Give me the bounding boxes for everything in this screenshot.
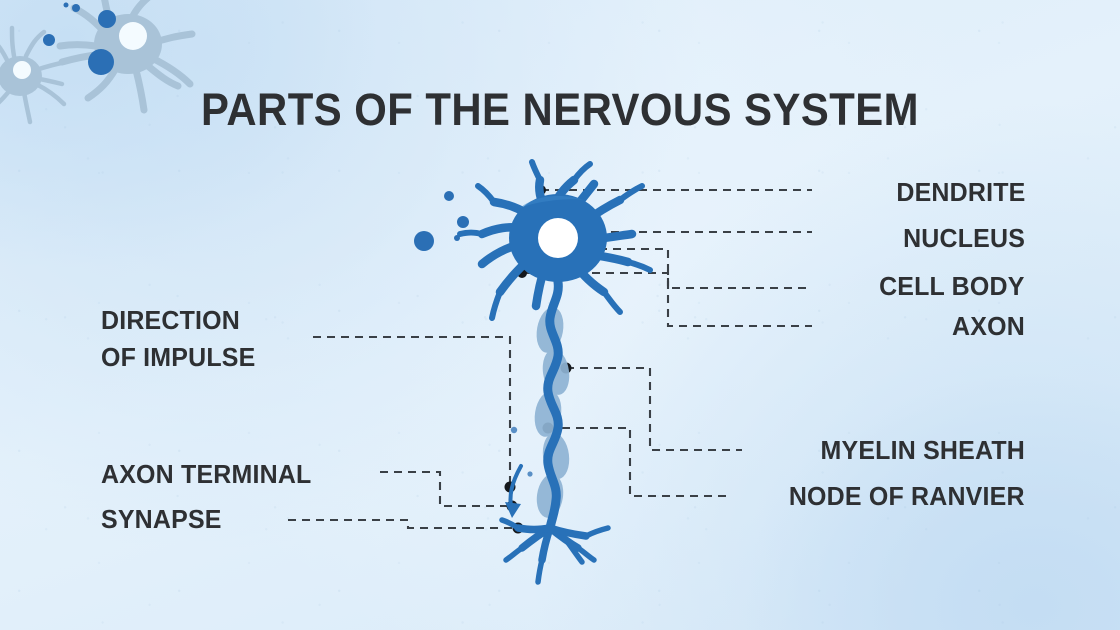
leader-synapse bbox=[288, 518, 518, 530]
decor-neuron-small-nucleus bbox=[13, 61, 31, 79]
leader-axon-terminal bbox=[380, 470, 512, 508]
leader-myelin bbox=[566, 366, 742, 452]
label-cell-body: CELL BODY bbox=[879, 271, 1025, 301]
decor-dots-axon bbox=[510, 426, 533, 477]
label-synapse: SYNAPSE bbox=[101, 504, 222, 534]
decor-neuron-large-nucleus bbox=[119, 22, 147, 50]
decor-dots-near-soma bbox=[414, 191, 469, 251]
axon bbox=[543, 277, 563, 533]
label-direction-line1: DIRECTION bbox=[101, 305, 241, 335]
label-axon-terminal: AXON TERMINAL bbox=[101, 459, 312, 489]
label-nucleus: NUCLEUS bbox=[903, 223, 1025, 253]
page-title: PARTS OF THE NERVOUS SYSTEM bbox=[201, 84, 919, 135]
nucleus bbox=[538, 218, 578, 258]
label-dendrite: DENDRITE bbox=[895, 177, 1025, 207]
direction-of-impulse-arrow bbox=[505, 464, 523, 518]
label-direction-line2: OF IMPULSE bbox=[101, 342, 256, 372]
leader-direction bbox=[313, 335, 512, 487]
label-myelin-sheath: MYELIN SHEATH bbox=[820, 435, 1025, 465]
soma-highlight bbox=[520, 195, 584, 208]
decor-dots-top-left bbox=[43, 2, 116, 75]
leader-cell-body bbox=[543, 247, 812, 290]
leader-node bbox=[548, 426, 728, 498]
label-axon: AXON bbox=[952, 311, 1025, 341]
label-node-of-ranvier: NODE OF RANVIER bbox=[789, 481, 1025, 511]
background-corner-bottom-right bbox=[740, 370, 1120, 630]
leader-axon bbox=[522, 271, 812, 328]
axon-terminals bbox=[499, 517, 611, 585]
